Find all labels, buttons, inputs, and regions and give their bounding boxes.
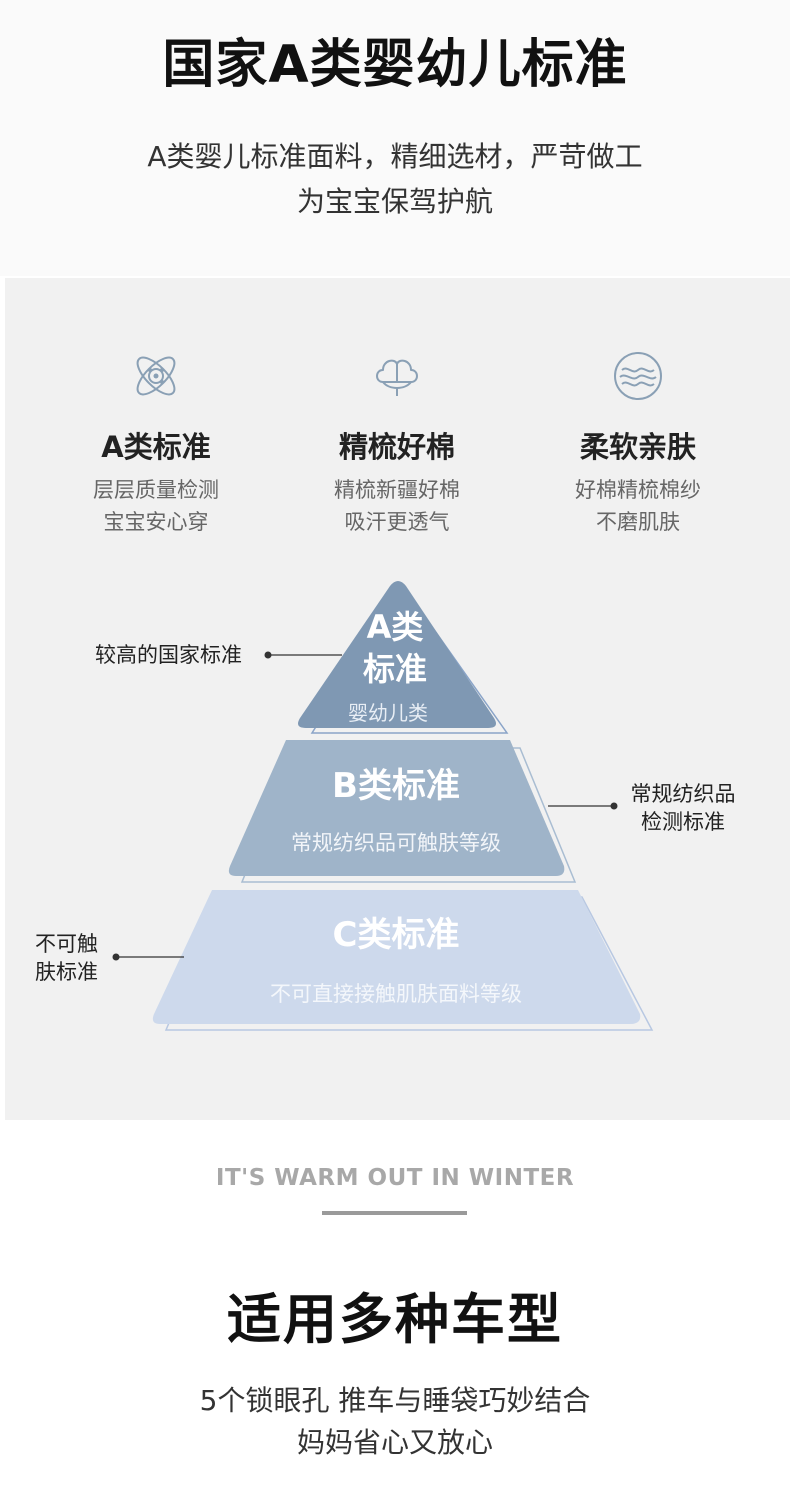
- feature-desc-line1: 层层质量检测: [93, 478, 219, 502]
- tier-c-shape: [152, 890, 641, 1024]
- tier-a-subtitle: 婴幼儿类: [348, 701, 428, 725]
- feature-desc-line1: 精梳新疆好棉: [334, 478, 460, 502]
- feature-title: 精梳好棉: [338, 430, 455, 464]
- header-band: [0, 0, 790, 276]
- feature-desc: 精梳新疆好棉 吸汗更透气: [277, 474, 517, 538]
- header-subtitle: A类婴儿标准面料，精细选材，严苛做工 为宝宝保驾护航: [0, 134, 790, 224]
- feature-desc-line2: 不磨肌肤: [596, 510, 680, 534]
- feature-desc-line2: 吸汗更透气: [344, 510, 450, 534]
- feature-title: 柔软亲肤: [579, 430, 696, 464]
- tier-c-subtitle: 不可直接接触肌肤面料等级: [270, 982, 522, 1006]
- section-title: 适用多种车型: [227, 1288, 563, 1351]
- feature-soft-skin: 柔软亲肤 好棉精梳棉纱 不磨肌肤: [518, 348, 758, 538]
- tier-b-shape: [228, 740, 565, 876]
- callout-c-line2: 肤标准: [35, 960, 98, 984]
- section-english-heading: IT'S WARM OUT IN WINTER: [215, 1165, 575, 1191]
- feature-desc: 好棉精梳棉纱 不磨肌肤: [518, 474, 758, 538]
- feature-a-standard: A类标准 层层质量检测 宝宝安心穿: [36, 348, 276, 538]
- callout-b-dot: [610, 802, 618, 810]
- wave-circle-icon: [614, 352, 662, 400]
- tier-b-title: B类标准: [332, 766, 460, 806]
- tier-a-title: A类 标准: [320, 606, 470, 690]
- atom-icon: [136, 356, 176, 396]
- standards-pyramid: [112, 581, 654, 1031]
- header-subtitle-line1: A类婴儿标准面料，精细选材，严苛做工: [147, 140, 643, 173]
- tier-c-title: C类标准: [332, 915, 460, 955]
- callout-c-dot: [112, 953, 120, 961]
- tier-a-shape: [298, 581, 496, 728]
- tier-a-title-line1: A类: [366, 608, 424, 646]
- cotton-icon: [376, 359, 418, 396]
- section-subtitle-line2: 妈妈省心又放心: [296, 1426, 493, 1459]
- page-title: 国家A类婴幼儿标准: [162, 35, 628, 95]
- callout-a-label: 较高的国家标准: [95, 643, 242, 667]
- section-divider: [322, 1211, 467, 1215]
- feature-title: A类标准: [101, 430, 211, 464]
- callout-c-label: 不可触 肤标准: [35, 930, 111, 986]
- header-subtitle-line2: 为宝宝保驾护航: [296, 185, 493, 218]
- tier-a-title-line2: 标准: [362, 650, 427, 688]
- callout-b-line1: 常规纺织品: [630, 782, 736, 806]
- callout-a-dot: [264, 651, 272, 659]
- tier-b-subtitle: 常规纺织品可触肤等级: [291, 831, 501, 855]
- callout-c-line1: 不可触: [35, 932, 98, 956]
- feature-desc-line2: 宝宝安心穿: [103, 510, 209, 534]
- section-subtitle-line1: 5个锁眼孔 推车与睡袋巧妙结合: [199, 1384, 591, 1417]
- feature-desc: 层层质量检测 宝宝安心穿: [36, 474, 276, 538]
- callout-b-label: 常规纺织品 检测标准: [622, 780, 744, 836]
- feature-fine-cotton: 精梳好棉 精梳新疆好棉 吸汗更透气: [277, 348, 517, 538]
- feature-desc-line1: 好棉精梳棉纱: [575, 478, 701, 502]
- callout-b-line2: 检测标准: [641, 810, 725, 834]
- section-subtitle: 5个锁眼孔 推车与睡袋巧妙结合 妈妈省心又放心: [0, 1380, 790, 1464]
